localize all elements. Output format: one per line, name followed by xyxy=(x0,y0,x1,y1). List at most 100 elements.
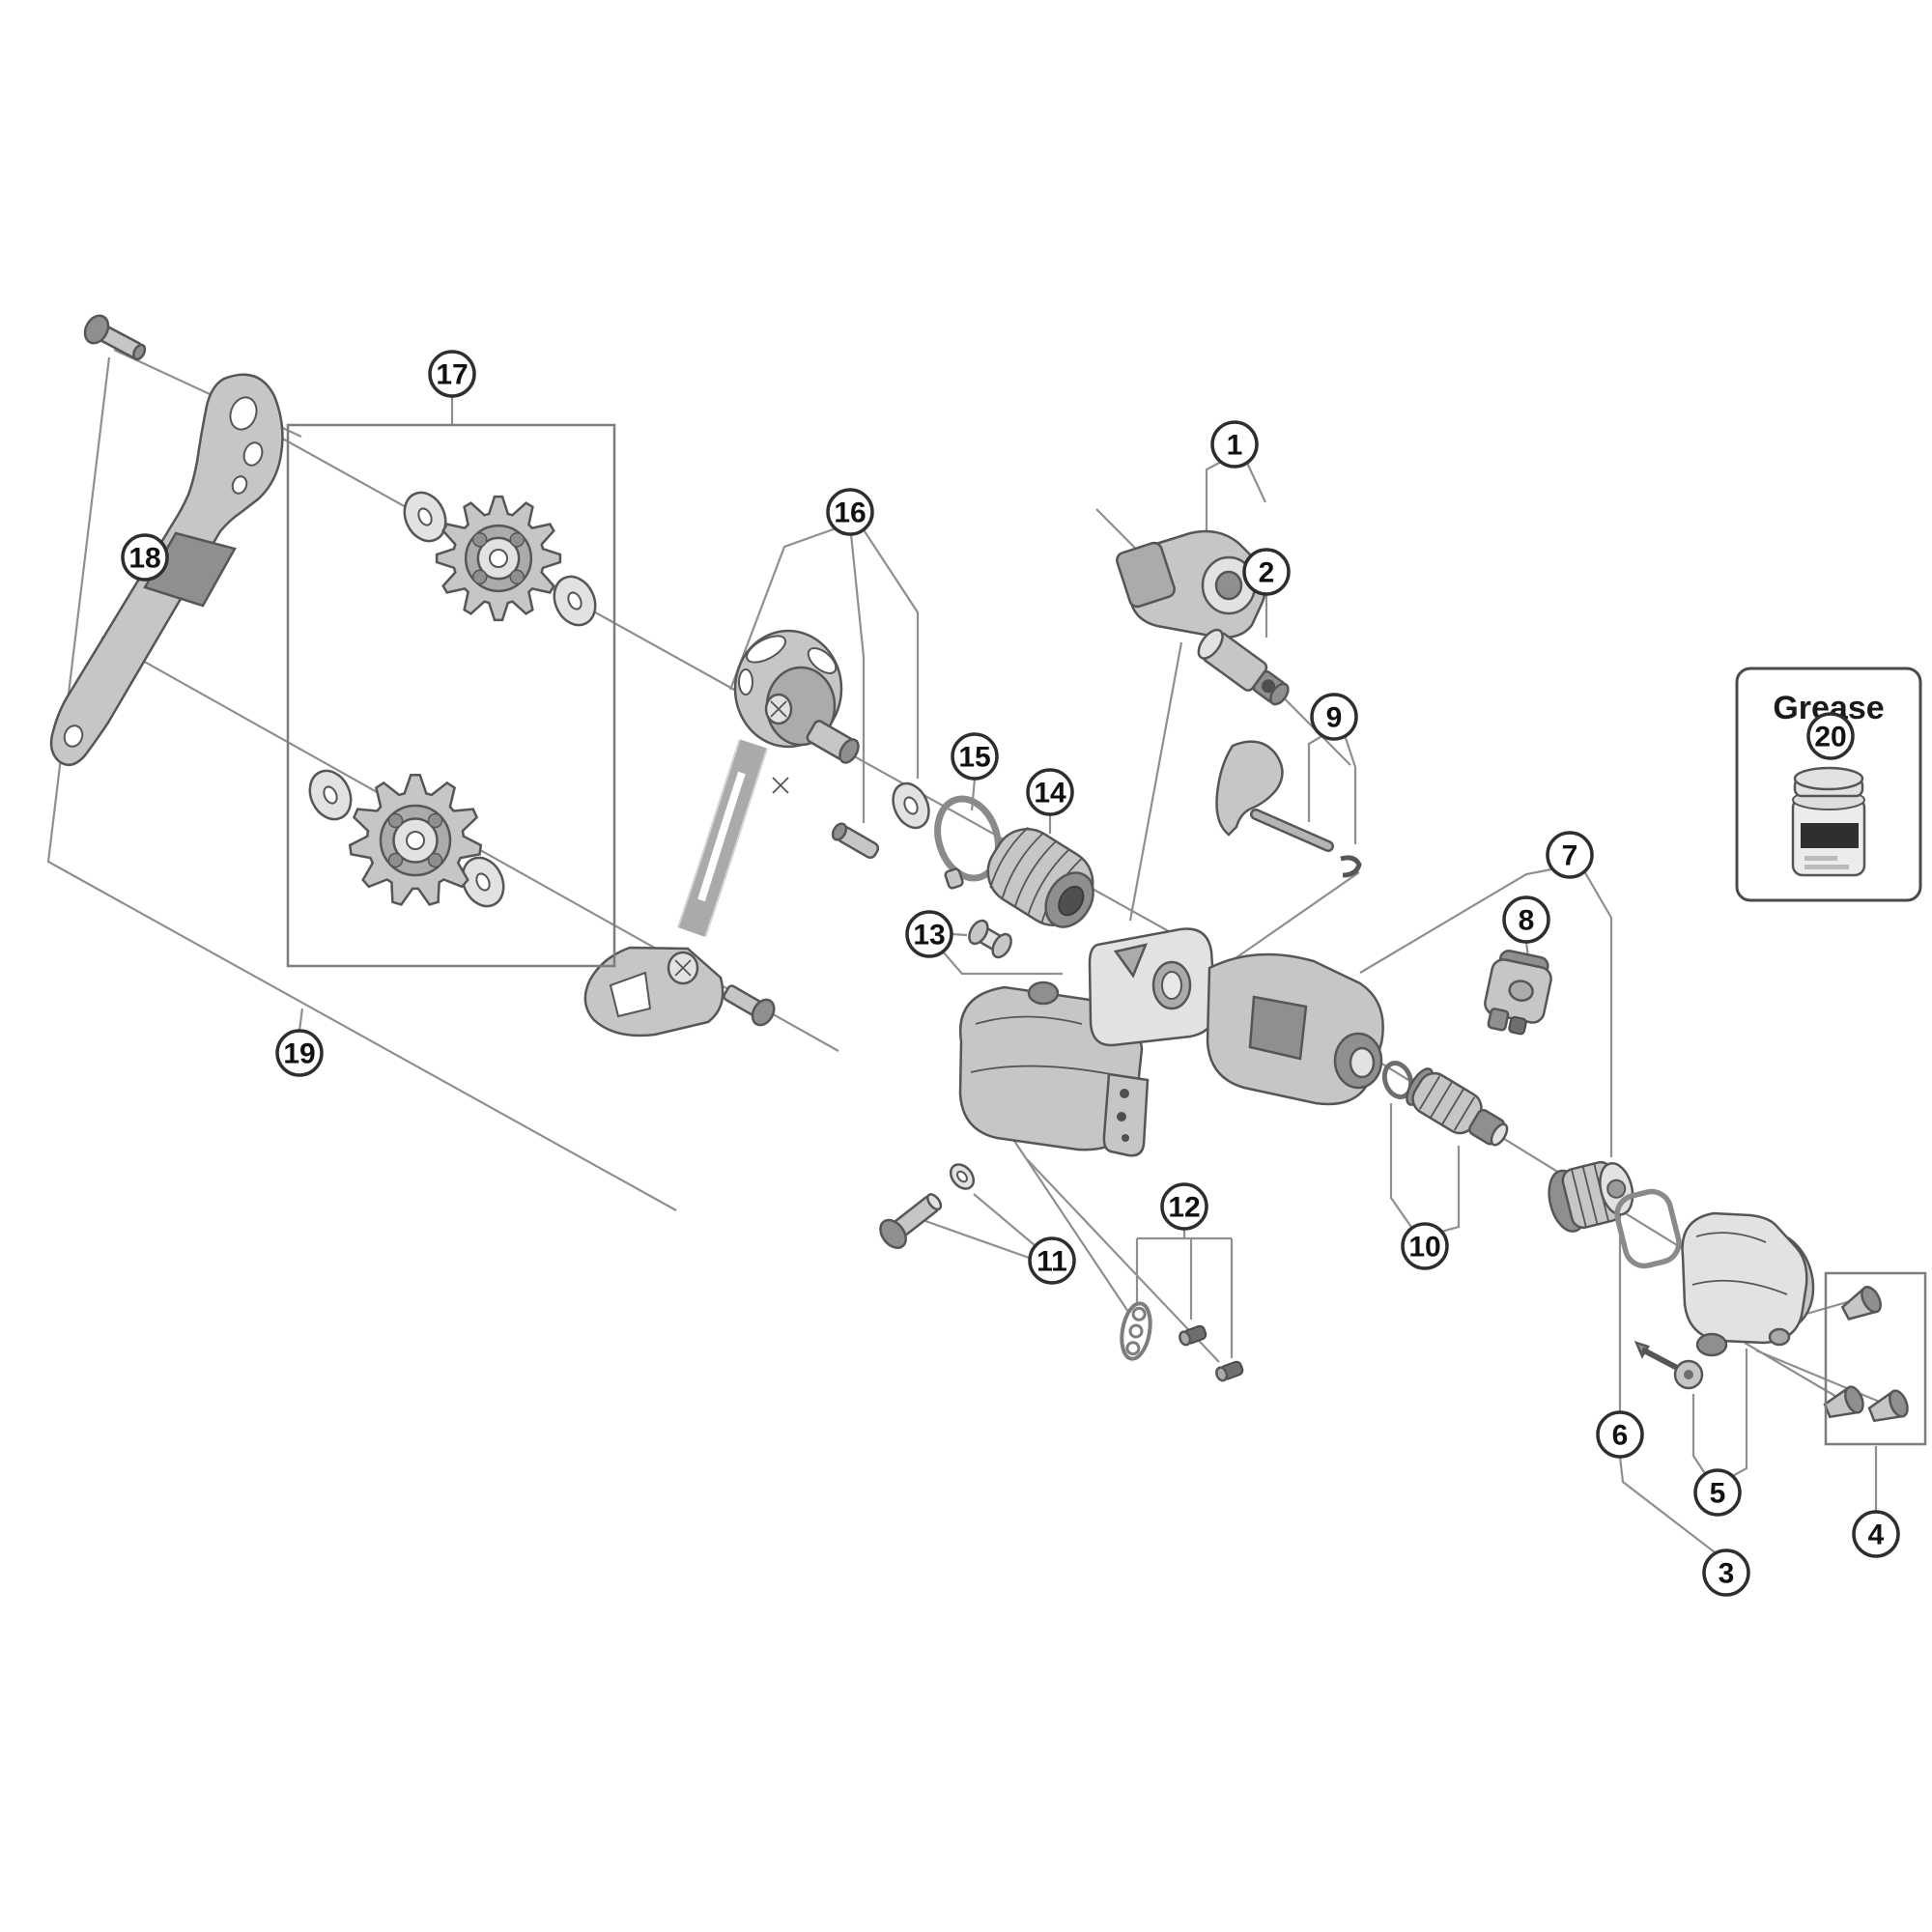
callout-16: 16 xyxy=(826,488,874,536)
part-12-pointer-1 xyxy=(1011,1137,1129,1313)
svg-text:12: 12 xyxy=(1168,1192,1200,1224)
bracket-axle-bolt xyxy=(1197,628,1290,706)
plate-axle-stub xyxy=(806,720,860,764)
callout-19: 19 xyxy=(275,1029,324,1077)
set-screw xyxy=(1179,1324,1208,1347)
svg-text:1: 1 xyxy=(1227,430,1243,462)
callout-3: 3 xyxy=(1702,1548,1750,1597)
callout-5-bracket-left xyxy=(1691,1394,1707,1476)
svg-text:8: 8 xyxy=(1519,905,1535,937)
o-ring xyxy=(1381,1061,1414,1099)
callout-10-bracket-right xyxy=(1434,1146,1461,1236)
svg-text:3: 3 xyxy=(1719,1558,1735,1590)
callout-20: 20 xyxy=(1806,712,1855,760)
svg-text:7: 7 xyxy=(1562,840,1578,872)
svg-text:19: 19 xyxy=(283,1038,315,1070)
svg-text:13: 13 xyxy=(913,920,945,952)
callout-7: 7 xyxy=(1546,831,1594,879)
cable-clamp-unit xyxy=(1484,950,1552,1036)
callout-5-bracket-right xyxy=(1728,1349,1748,1479)
adjust-knob xyxy=(1548,1160,1634,1233)
screw-line-3 xyxy=(1755,1349,1883,1405)
svg-text:20: 20 xyxy=(1814,722,1846,753)
axle-washer xyxy=(892,781,930,830)
callout-10: 10 xyxy=(1401,1222,1449,1270)
pulleys xyxy=(348,495,562,906)
svg-text:9: 9 xyxy=(1326,702,1343,734)
callout-9-bracket-right xyxy=(1343,734,1357,844)
pulley-washer xyxy=(461,856,505,908)
set-screw xyxy=(1215,1360,1244,1382)
snap-clip xyxy=(1340,855,1362,878)
callout-1: 1 xyxy=(1210,420,1259,469)
cage-fixing-bolt xyxy=(83,314,147,361)
callout-1-bracket-left xyxy=(1205,460,1224,539)
callout-8: 8 xyxy=(1502,895,1550,944)
blade-slot xyxy=(697,771,746,902)
derailleur-body xyxy=(958,927,1384,1157)
callout-13-leader xyxy=(951,932,968,937)
inner-cage-plate xyxy=(49,373,284,767)
callout-9-bracket-left xyxy=(1307,734,1324,822)
snap-ring xyxy=(934,795,1002,890)
svg-text:17: 17 xyxy=(436,359,468,391)
callout-1-bracket-right xyxy=(1245,460,1266,503)
callout-19-spur xyxy=(298,1008,304,1032)
callout-5: 5 xyxy=(1693,1468,1742,1517)
stopper-plate-unit xyxy=(1215,740,1362,878)
setting-lever xyxy=(1634,1340,1704,1390)
callout-9-pointer xyxy=(1222,871,1360,968)
svg-text:2: 2 xyxy=(1259,557,1275,589)
callout-15: 15 xyxy=(951,732,999,781)
pulley-washer xyxy=(403,491,447,543)
svg-text:18: 18 xyxy=(128,543,160,575)
grease-panel: Grease xyxy=(1735,667,1922,902)
plate-bolt xyxy=(879,1193,943,1249)
leader-lines-layer xyxy=(46,349,1883,1556)
cover-screw xyxy=(1840,1286,1882,1321)
callout-18: 18 xyxy=(121,533,169,582)
motor-unit-cover xyxy=(1681,1211,1815,1357)
callout-11-bracket-b xyxy=(924,1219,1033,1261)
pulley-upper xyxy=(435,495,562,622)
callout-2: 2 xyxy=(1242,548,1291,596)
callout-9: 9 xyxy=(1310,693,1358,741)
callout-7-bracket-right xyxy=(1582,868,1613,1157)
svg-text:11: 11 xyxy=(1037,1246,1067,1278)
callout-12: 12 xyxy=(1160,1182,1208,1231)
svg-text:14: 14 xyxy=(1034,778,1066,810)
callout-16-bracket-c xyxy=(862,527,920,779)
callout-17: 17 xyxy=(428,350,476,398)
cover-screw xyxy=(1867,1389,1909,1423)
group-boxes-layer xyxy=(286,423,1927,1446)
pulley-washer xyxy=(308,769,353,821)
adjuster-boot xyxy=(1406,1067,1509,1147)
grease-jar xyxy=(1791,766,1866,877)
spring-bushing xyxy=(968,919,1012,959)
group-box-4 xyxy=(1824,1271,1927,1446)
callout-14: 14 xyxy=(1026,768,1074,816)
svg-text:5: 5 xyxy=(1710,1478,1726,1510)
callout-4: 4 xyxy=(1852,1510,1900,1558)
cage-stopper-bolt xyxy=(723,984,776,1027)
axis-part-1-body xyxy=(1128,641,1183,922)
cage-spring xyxy=(986,826,1094,928)
group-box-17 xyxy=(286,423,616,968)
svg-text:4: 4 xyxy=(1868,1520,1885,1551)
svg-text:6: 6 xyxy=(1612,1420,1629,1452)
callout-16-bracket-a xyxy=(728,526,839,691)
svg-text:16: 16 xyxy=(834,497,866,529)
callout-11-bracket-a xyxy=(973,1193,1036,1246)
callout-11: 11 xyxy=(1028,1236,1076,1285)
outer-cage-plate xyxy=(583,629,843,1037)
pulley-washer xyxy=(553,575,597,627)
wire-grommet xyxy=(1120,1301,1152,1361)
part-12-pointer-2 xyxy=(1026,1158,1220,1363)
callout-16-bracket-b xyxy=(849,533,866,823)
callout-6: 6 xyxy=(1596,1410,1644,1459)
parts-layer: Grease xyxy=(49,314,1922,1423)
plate-bolt-washer xyxy=(949,1163,976,1190)
svg-text:10: 10 xyxy=(1408,1232,1440,1264)
